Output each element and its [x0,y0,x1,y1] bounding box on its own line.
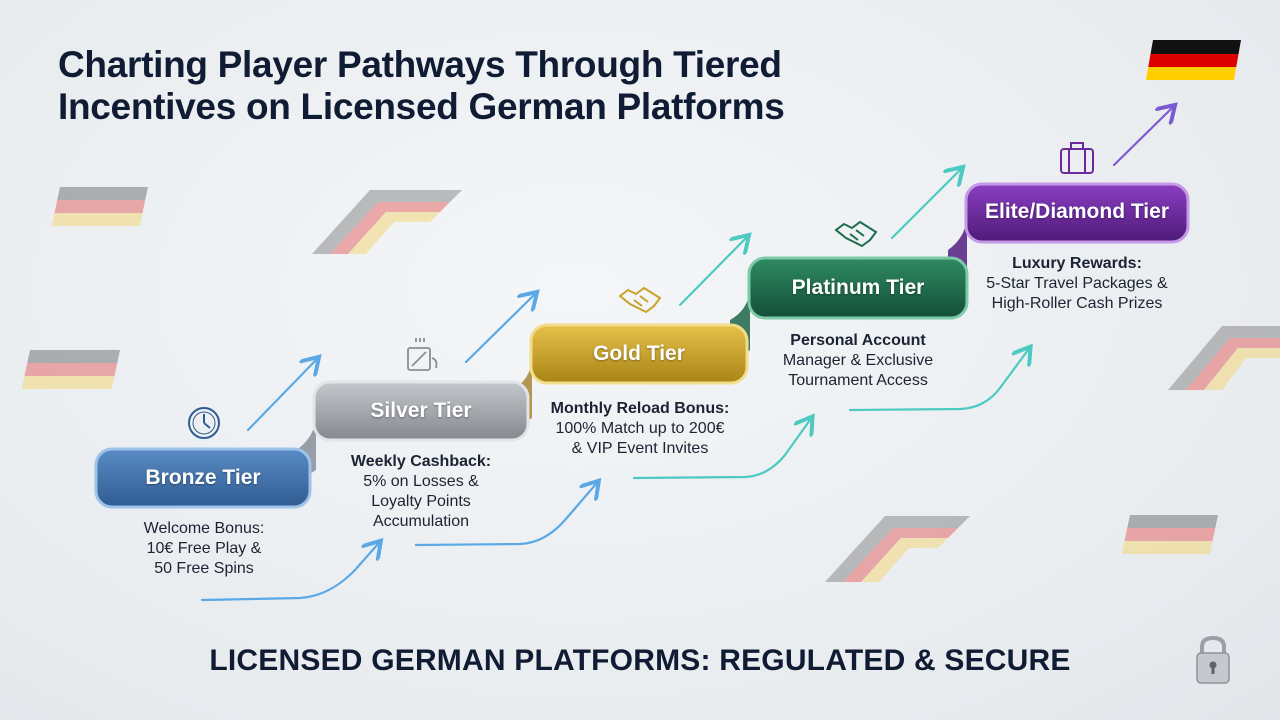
desc-head: Personal Account [790,332,926,349]
footer-banner: LICENSED GERMAN PLATFORMS: REGULATED & S… [209,644,1071,677]
page-title: Charting Player Pathways Through Tiered … [58,44,918,128]
tier-description-bronze: Welcome Bonus: 10€ Free Play & 50 Free S… [104,519,304,579]
desc-line: High-Roller Cash Prizes [991,295,1163,312]
desc-line: Loyalty Points [371,493,471,510]
desc-line: Manager & Exclusive [782,352,934,369]
arrow-path [246,360,316,432]
tier-description-elite: Luxury Rewards: 5-Star Travel Packages &… [967,254,1187,314]
tier-label-silver: Silver Tier [370,399,472,422]
german-flag-icon [1145,40,1241,80]
arrow-path [464,295,534,364]
desc-line: 50 Free Spins [154,560,254,577]
desc-head: Monthly Reload Bonus: [550,400,730,417]
arrow-path [848,350,1028,412]
arrow-path [632,420,810,480]
cashback-icon [407,338,438,371]
flag-stripes-decoration [21,187,1280,582]
desc-line: Tournament Access [788,372,928,389]
suitcase-icon [1060,142,1094,174]
silver-ribbon [312,380,530,442]
desc-line: 100% Match up to 200€ [555,420,725,437]
title-line-1: Charting Player Pathways Through Tiered [58,44,782,85]
bronze-ribbon [94,447,312,509]
desc-head: Weekly Cashback: [350,453,492,470]
desc-line: 10€ Free Play & [146,540,262,557]
stopwatch-icon [188,407,220,439]
tier-description-platinum: Personal Account Manager & Exclusive Tou… [753,331,963,391]
arrow-path [200,544,378,602]
arrow-path [678,238,746,307]
lock-icon [1196,635,1230,684]
tier-label-elite: Elite/Diamond Tier [985,200,1169,223]
elite-ribbon [964,182,1190,244]
tier-label-platinum: Platinum Tier [791,276,925,299]
desc-line: 5% on Losses & [363,473,479,490]
tier-description-gold: Monthly Reload Bonus: 100% Match up to 2… [535,399,745,459]
desc-line: Accumulation [372,513,470,530]
desc-head: Welcome Bonus: [143,520,265,537]
tier-label-gold: Gold Tier [593,342,685,365]
tier-label-bronze: Bronze Tier [145,466,261,489]
platinum-ribbon [747,256,969,320]
gold-ribbon [529,323,749,385]
title-line-2: Incentives on Licensed German Platforms [58,86,785,127]
arrow-path [414,484,596,547]
desc-line: 5-Star Travel Packages & [986,275,1168,292]
desc-head: Luxury Rewards: [1012,255,1142,272]
arrow-path [1112,108,1172,167]
handshake-icon [618,286,662,314]
desc-line: & VIP Event Invites [571,440,709,457]
arrow-path [890,170,960,240]
handshake-icon [834,220,878,248]
tier-description-silver: Weekly Cashback: 5% on Losses & Loyalty … [321,452,521,532]
